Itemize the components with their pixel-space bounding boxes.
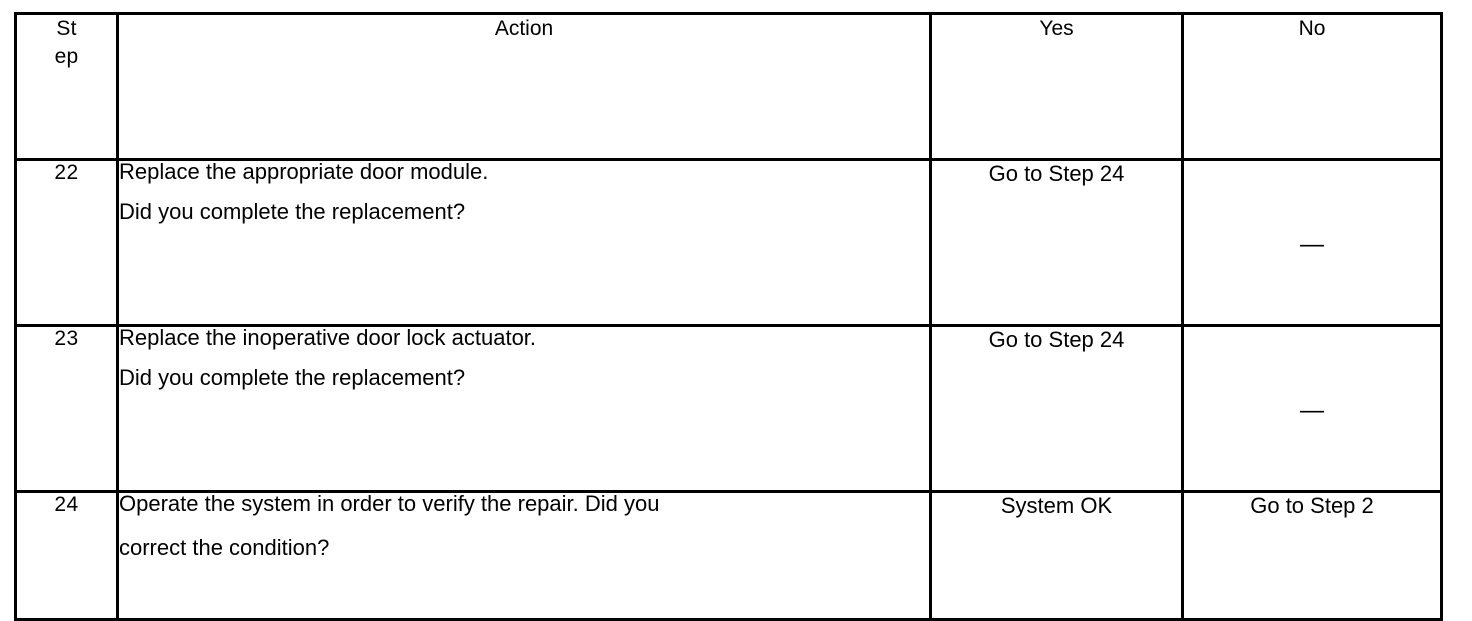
column-header-yes: Yes bbox=[929, 12, 1184, 161]
diagnostic-steps-table: St ep Action Yes No 22 Replace the approp… bbox=[14, 12, 1443, 621]
yes-answer-cell: System OK bbox=[929, 490, 1184, 621]
action-line-1: Replace the inoperative door lock actuat… bbox=[119, 325, 537, 350]
yes-answer-cell: Go to Step 24 bbox=[929, 158, 1184, 327]
action-line-1: Operate the system in order to verify th… bbox=[119, 491, 660, 516]
table-row: 22 Replace the appropriate door module. … bbox=[14, 158, 1443, 327]
column-header-no: No bbox=[1181, 12, 1443, 161]
no-answer-cell: Go to Step 2 bbox=[1181, 490, 1443, 621]
action-line-2: correct the condition? bbox=[119, 535, 330, 560]
action-line-2: Did you complete the replacement? bbox=[119, 199, 466, 224]
step-number: 24 bbox=[54, 493, 79, 516]
table-header-row: St ep Action Yes No bbox=[14, 12, 1443, 161]
column-header-no-label: No bbox=[1298, 17, 1326, 40]
step-number-cell: 24 bbox=[14, 490, 119, 621]
column-header-step-label: St ep bbox=[17, 15, 116, 92]
no-answer-text: — bbox=[1300, 397, 1324, 424]
table-row: 23 Replace the inoperative door lock act… bbox=[14, 324, 1443, 493]
yes-answer-text: System OK bbox=[1000, 493, 1113, 518]
column-header-action: Action bbox=[116, 12, 932, 161]
step-number-cell: 22 bbox=[14, 158, 119, 327]
yes-answer-text: Go to Step 24 bbox=[988, 161, 1125, 186]
action-cell: Operate the system in order to verify th… bbox=[116, 490, 932, 621]
no-answer-text: — bbox=[1300, 231, 1324, 258]
no-answer-text: Go to Step 2 bbox=[1250, 493, 1374, 518]
table-row: 24 Operate the system in order to verify… bbox=[14, 490, 1443, 621]
yes-answer-cell: Go to Step 24 bbox=[929, 324, 1184, 493]
action-cell: Replace the appropriate door module. Did… bbox=[116, 158, 932, 327]
action-cell: Replace the inoperative door lock actuat… bbox=[116, 324, 932, 493]
column-header-yes-label: Yes bbox=[1039, 17, 1074, 40]
column-header-step: St ep bbox=[14, 12, 119, 161]
step-number: 22 bbox=[54, 161, 79, 184]
step-number-cell: 23 bbox=[14, 324, 119, 493]
step-number: 23 bbox=[54, 327, 79, 350]
column-header-action-label: Action bbox=[494, 17, 554, 40]
column-header-step-line2: ep bbox=[54, 44, 79, 68]
action-line-1: Replace the appropriate door module. bbox=[119, 159, 489, 184]
no-answer-cell: — bbox=[1181, 158, 1443, 327]
action-line-2: Did you complete the replacement? bbox=[119, 365, 466, 390]
no-answer-cell: — bbox=[1181, 324, 1443, 493]
column-header-step-line1: St bbox=[56, 17, 77, 40]
yes-answer-text: Go to Step 24 bbox=[988, 327, 1125, 352]
